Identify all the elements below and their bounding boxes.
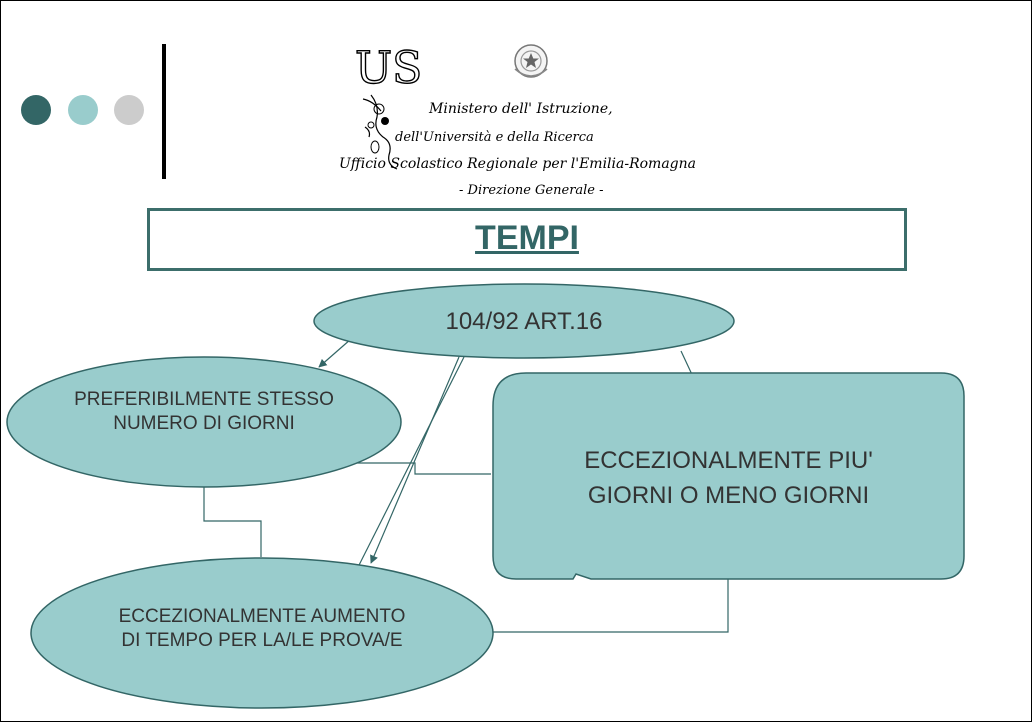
logo-emblem-graphics: US <box>354 42 548 170</box>
us-monogram: US <box>355 43 422 94</box>
arrow-root-to-more-time-b <box>350 356 465 582</box>
title-box: TEMPI <box>147 208 907 271</box>
more-time-label: ECCEZIONALMENTE AUMENTO DI TEMPO PER LA/… <box>39 605 485 653</box>
arrow-root-to-more-time-a <box>370 356 460 564</box>
logo-line-2: dell'Università e della Ricerca <box>395 130 594 145</box>
node-more-time <box>30 557 494 709</box>
ministry-logo: US Ministero dell' Istruzione, dell'Univ… <box>339 31 711 211</box>
connector-same-days-to-more-time <box>203 487 262 557</box>
page-title: TEMPI <box>475 219 579 257</box>
more-less-days-label: ECCEZIONALMENTE PIU' GIORNI O MENO GIORN… <box>496 444 961 514</box>
more-less-days-label-line-1: ECCEZIONALMENTE PIU' <box>584 447 873 474</box>
logo-line-1: Ministero dell' Istruzione, <box>429 101 613 117</box>
dot-dark <box>21 95 51 125</box>
dot-gray <box>114 95 144 125</box>
same-days-label: PREFERIBILMENTE STESSO NUMERO DI GIORNI <box>11 388 397 436</box>
node-same-days <box>6 356 402 488</box>
more-time-label-line-1: ECCEZIONALMENTE AUMENTO <box>118 606 406 627</box>
republic-emblem-icon <box>514 44 548 78</box>
logo-line-3: Ufficio Scolastico Regionale per l'Emili… <box>339 156 696 172</box>
same-days-label-line-2: NUMERO DI GIORNI <box>113 412 295 434</box>
same-days-label-line-1: PREFERIBILMENTE STESSO <box>74 389 334 410</box>
logo-line-4: - Direzione Generale - <box>459 183 604 198</box>
vertical-divider <box>162 44 166 179</box>
arrow-root-to-same-days <box>318 338 352 368</box>
more-less-days-label-line-2: GIORNI O MENO GIORNI <box>587 481 870 509</box>
connector-same-days-to-more-less <box>341 462 491 475</box>
more-time-label-line-2: DI TEMPO PER LA/LE PROVA/E <box>121 629 403 651</box>
root-node <box>313 283 735 359</box>
root-label: 104/92 ART.16 <box>445 308 603 335</box>
connector-more-less-to-more-time <box>491 578 729 633</box>
node-more-less-days <box>492 372 965 580</box>
dot-teal <box>68 95 98 125</box>
